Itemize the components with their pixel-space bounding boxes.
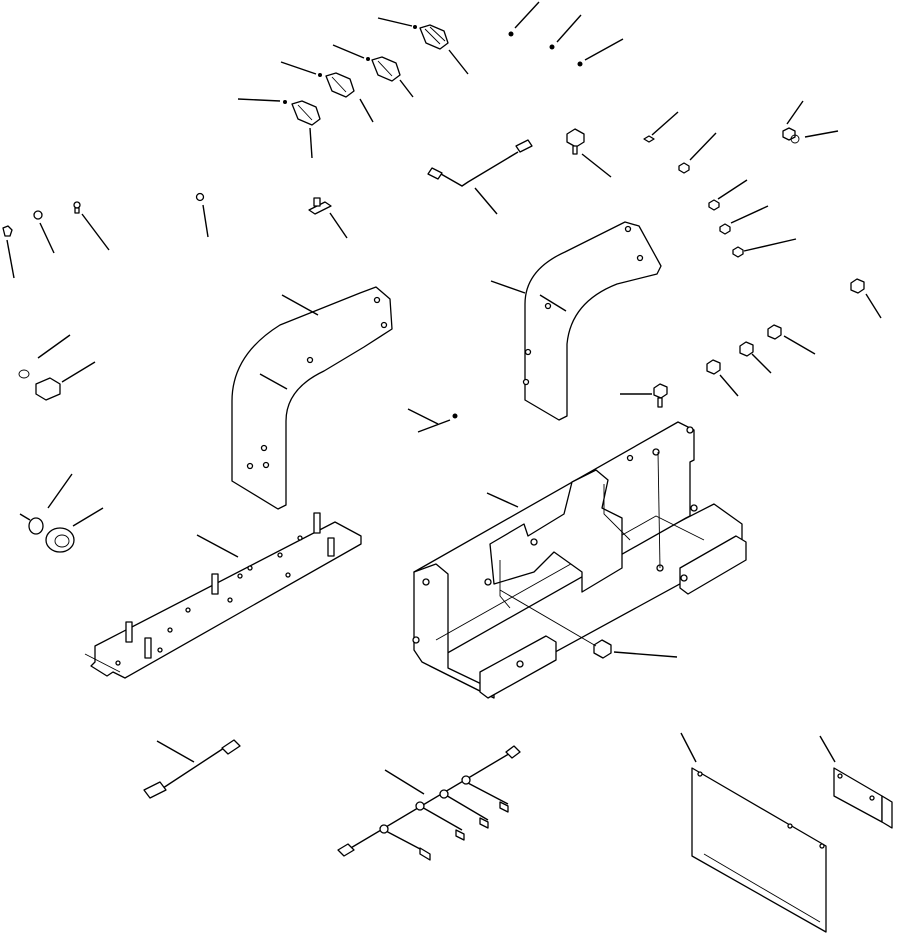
battery-box (412, 421, 747, 699)
right-fender (490, 221, 662, 421)
connector-2 (332, 44, 414, 98)
connector-1 (377, 17, 469, 75)
sensor-wire (427, 139, 533, 215)
fasteners (2, 1, 882, 659)
switch-connectors (237, 17, 469, 159)
mounting-plate (84, 512, 362, 679)
connector-4 (237, 98, 321, 159)
cover-plate (680, 732, 827, 933)
wire-harness-short (143, 739, 241, 799)
wire-harness-main (337, 745, 521, 861)
small-bracket (819, 735, 893, 829)
left-fender (231, 286, 393, 510)
connector-3 (280, 61, 374, 123)
